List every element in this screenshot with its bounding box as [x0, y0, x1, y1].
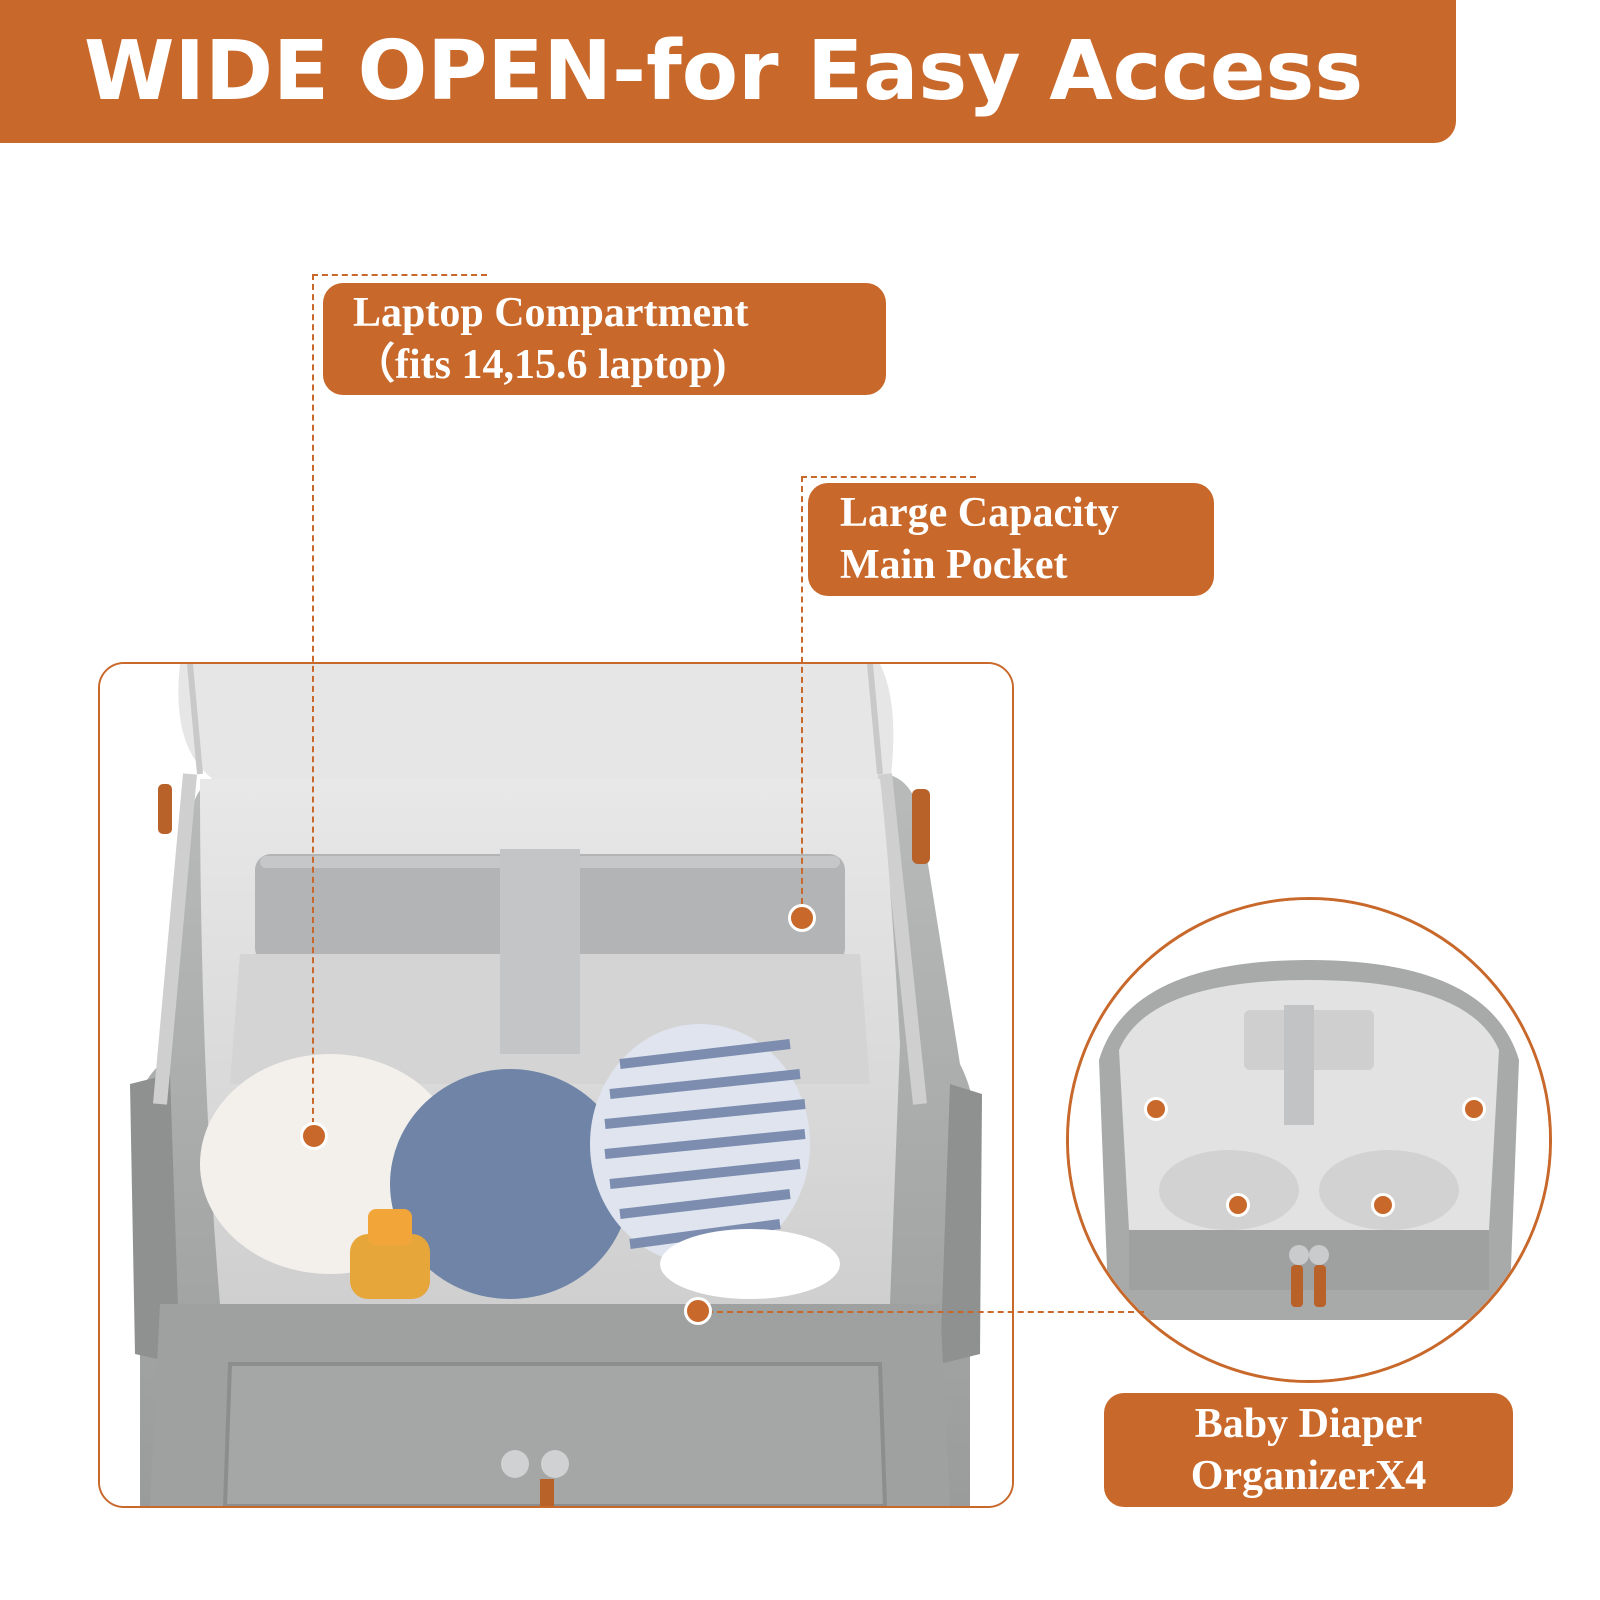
- callout-diaper-organizer: Baby Diaper OrganizerX4: [1104, 1393, 1513, 1507]
- zoom-marker-dot-3: [1226, 1193, 1250, 1217]
- zoom-marker-dot-4: [1371, 1193, 1395, 1217]
- backpack-photo-frame: [98, 662, 1014, 1508]
- callout-main-pocket: Large Capacity Main Pocket: [808, 483, 1214, 596]
- leader-laptop-top: [312, 274, 487, 276]
- callout-main-line1: Large Capacity: [840, 490, 1119, 536]
- marker-dot-laptop: [300, 1122, 328, 1150]
- open-backpack-illustration: [100, 664, 1012, 1506]
- callout-laptop-compartment: Laptop Compartment （fits 14,15.6 laptop): [323, 283, 886, 395]
- header-banner: WIDE OPEN-for Easy Access: [0, 0, 1456, 143]
- banner-title: WIDE OPEN-for Easy Access: [84, 24, 1364, 119]
- marker-dot-organizer: [684, 1297, 712, 1325]
- marker-dot-main-pocket: [788, 904, 816, 932]
- zoom-marker-dot-2: [1462, 1097, 1486, 1121]
- organizer-zoom-circle: [1066, 897, 1552, 1383]
- callout-organizer-line2: OrganizerX4: [1190, 1453, 1427, 1499]
- leader-laptop-vertical: [312, 274, 314, 1134]
- leader-organizer: [697, 1311, 1144, 1313]
- callout-main-line2: Main Pocket: [840, 542, 1068, 588]
- callout-laptop-line1: Laptop Compartment: [353, 290, 749, 336]
- callout-laptop-line2: （fits 14,15.6 laptop): [353, 342, 727, 388]
- zoom-marker-dot-1: [1144, 1097, 1168, 1121]
- organizer-detail-illustration: [1069, 900, 1549, 1380]
- callout-organizer-line1: Baby Diaper: [1194, 1401, 1423, 1447]
- leader-main-vertical: [801, 476, 803, 914]
- leader-main-top: [801, 476, 976, 478]
